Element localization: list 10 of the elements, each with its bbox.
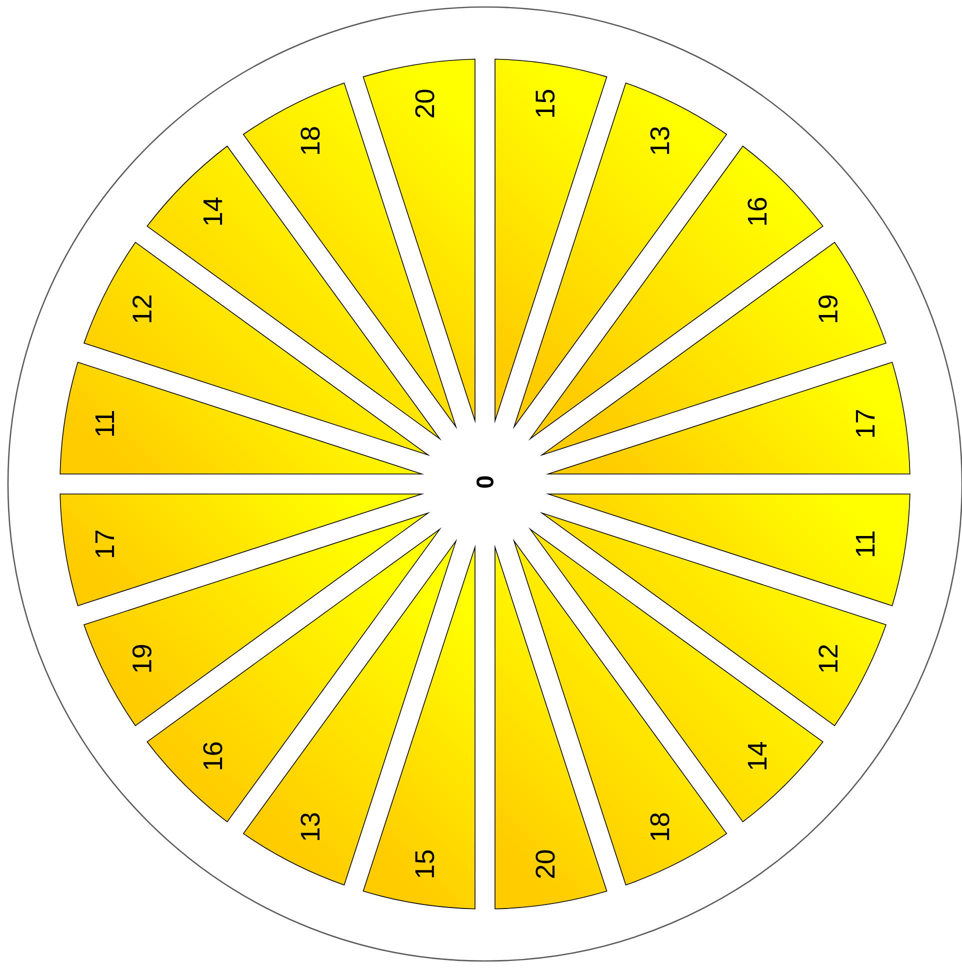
wheel-segment: 15 [494,58,608,422]
center-label: 0 [476,476,494,488]
wheel-segment: 17 [60,494,422,606]
wheel-segment: 20 [362,58,476,422]
wheel-segment: 11 [548,494,910,606]
wheel-segment: 11 [60,362,422,474]
wheel-segment: 20 [494,546,608,910]
wheel-segment: 17 [548,362,910,474]
wheel-rim [7,6,962,962]
wheel-segment: 15 [362,546,476,910]
